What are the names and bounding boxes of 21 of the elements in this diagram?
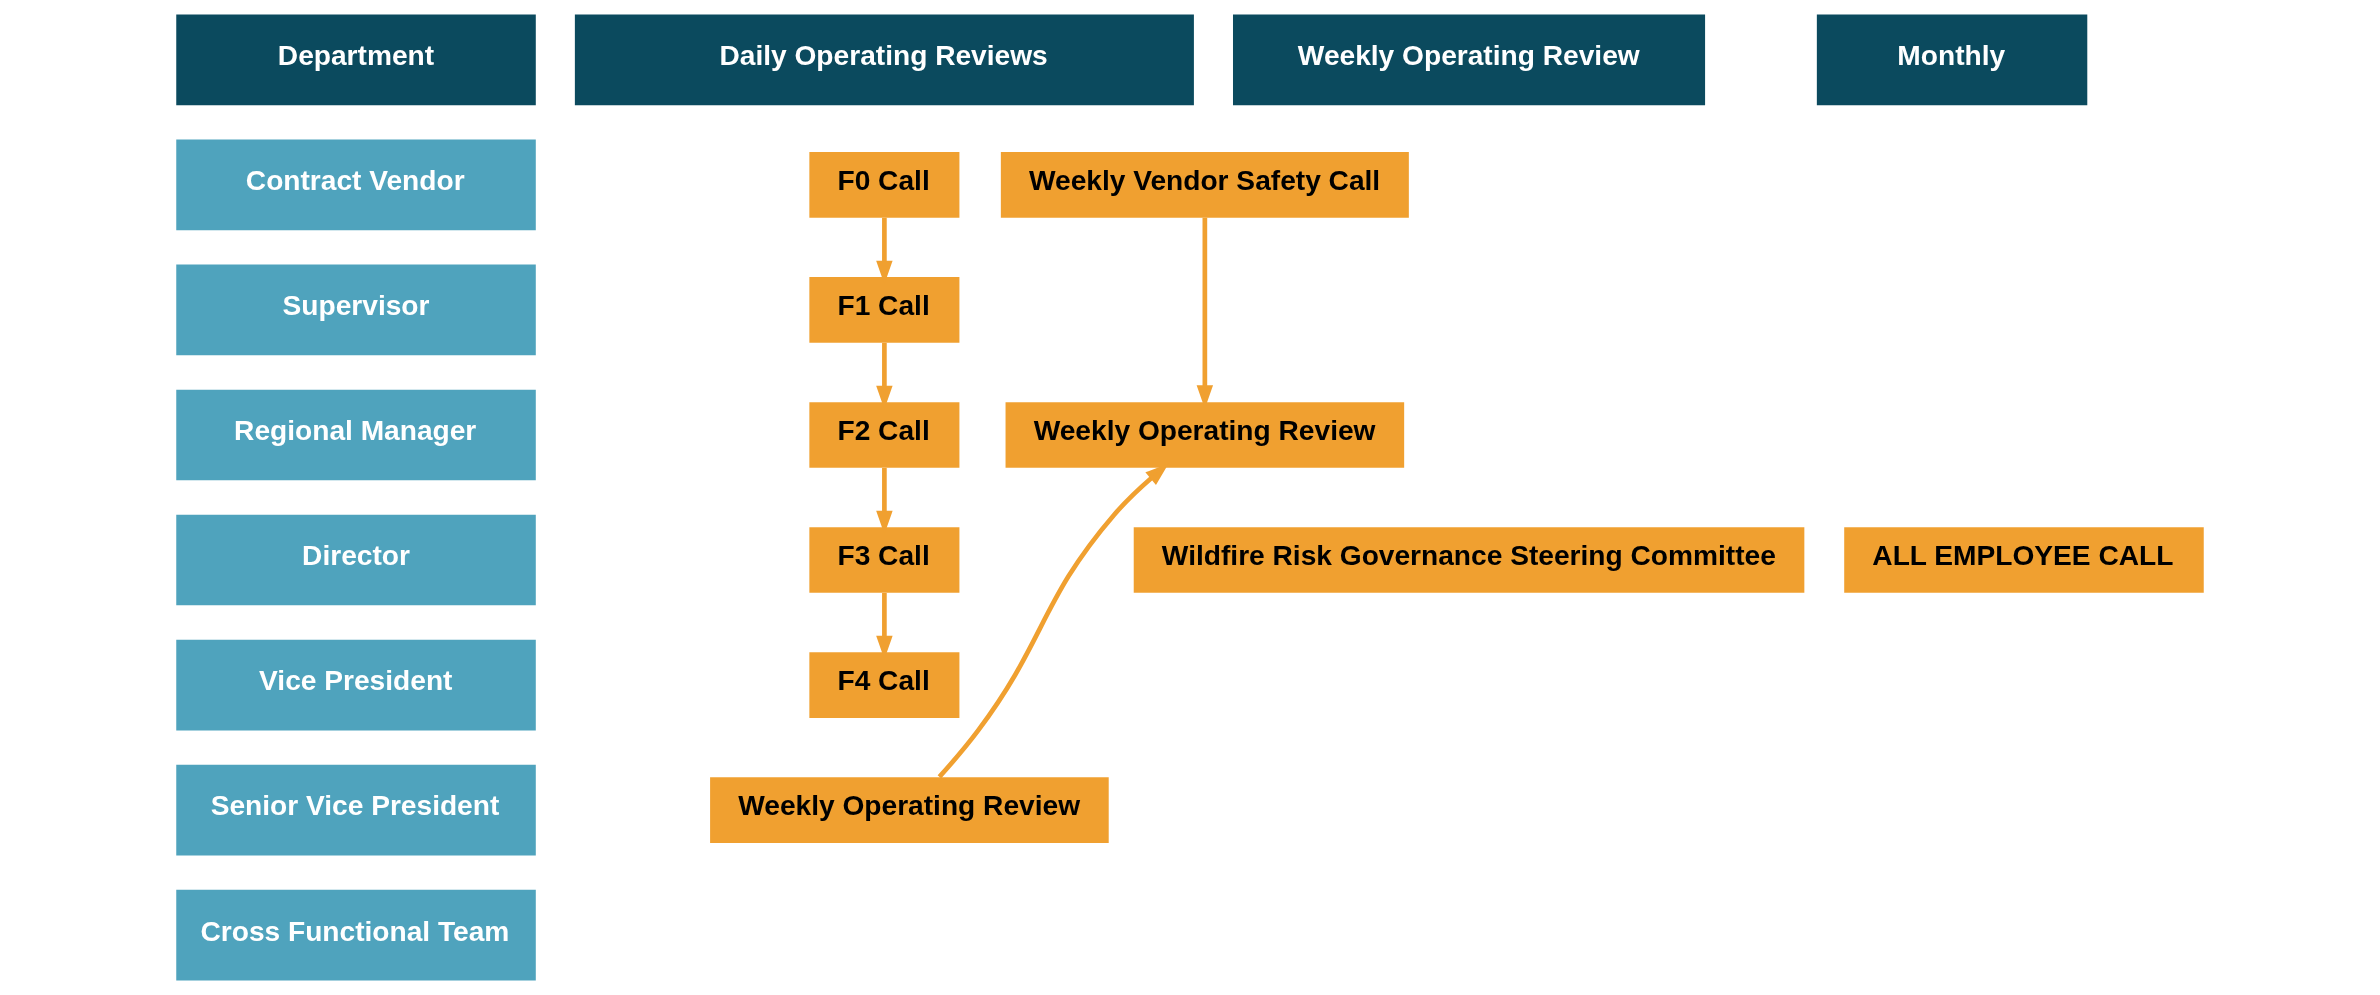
node-box: F1 Call xyxy=(809,277,960,343)
node-box: Weekly Operating Review xyxy=(710,777,1109,843)
node-box: Director xyxy=(176,514,536,606)
node-box: F0 Call xyxy=(809,152,960,218)
node-box: Senior Vice President xyxy=(176,764,536,856)
node-box: Weekly Operating Review xyxy=(1005,402,1405,468)
node-box: ALL EMPLOYEE CALL xyxy=(1844,527,2204,593)
node-box: Department xyxy=(176,14,536,106)
node-box: Monthly xyxy=(1816,14,2088,106)
node-box: F4 Call xyxy=(809,652,960,718)
node-box: F3 Call xyxy=(809,527,960,593)
node-box: Weekly Vendor Safety Call xyxy=(1000,152,1409,218)
node-box: Regional Manager xyxy=(176,389,536,481)
node-box: Cross Functional Team xyxy=(176,889,536,981)
node-box: Daily Operating Reviews xyxy=(574,14,1194,106)
node-box: F2 Call xyxy=(809,402,960,468)
node-box: Weekly Operating Review xyxy=(1233,14,1706,106)
node-box: Contract Vendor xyxy=(176,139,536,231)
node-box: Supervisor xyxy=(176,264,536,356)
node-box: Vice President xyxy=(176,639,536,731)
node-box: Wildfire Risk Governance Steering Committee xyxy=(1133,527,1805,593)
